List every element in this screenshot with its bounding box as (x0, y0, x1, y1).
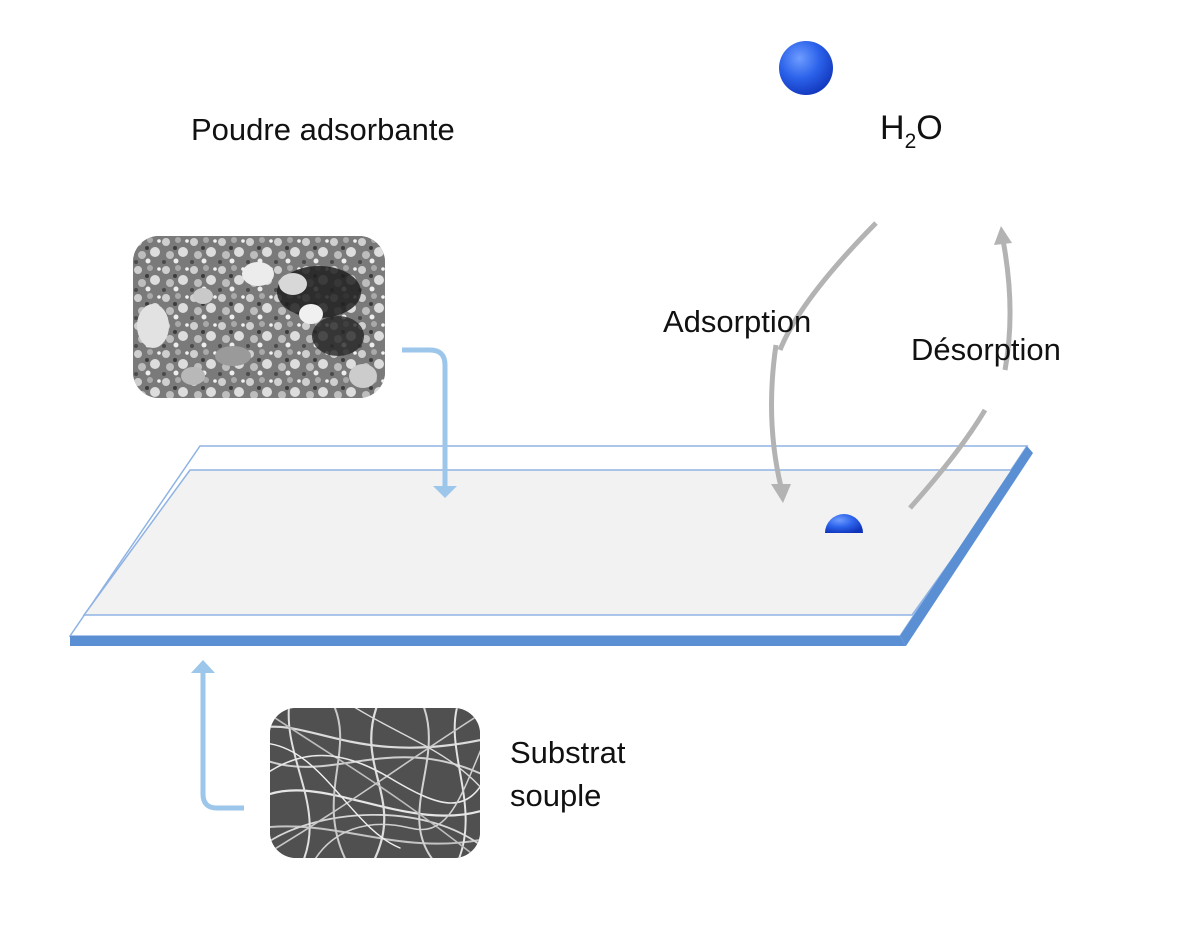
water-molecule-icon (779, 41, 833, 95)
substrate-label-line1: Substrat (510, 735, 625, 771)
water-formula-label: H2O (880, 109, 943, 148)
water-formula-o: O (916, 109, 942, 147)
desorption-label: Désorption (911, 332, 1061, 368)
substrate-plate (70, 446, 1033, 646)
substrate-fiber-image (270, 708, 480, 858)
powder-sem-image (133, 236, 385, 398)
water-formula-h: H (880, 109, 905, 147)
powder-label: Poudre adsorbante (191, 112, 455, 148)
substrate-to-plate-arrow (191, 660, 244, 808)
substrate-label-line2: souple (510, 778, 601, 814)
plate-coating-layer (84, 470, 1016, 615)
water-formula-subscript: 2 (905, 130, 917, 153)
adsorption-label: Adsorption (663, 304, 811, 340)
plate-front-edge (70, 636, 906, 646)
